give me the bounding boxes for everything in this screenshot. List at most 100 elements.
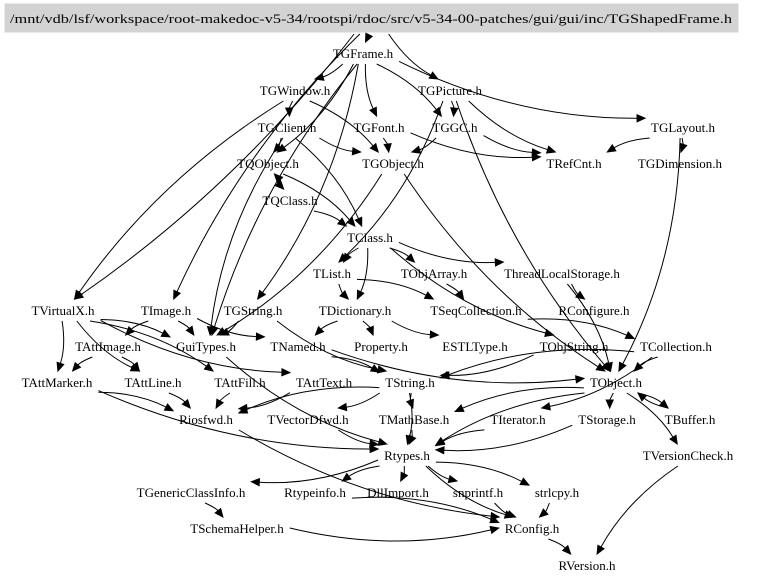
edge-timage-to-guitypes — [177, 320, 190, 329]
arrowhead-icon — [596, 544, 605, 556]
edge-tdictionary-to-property — [362, 320, 371, 328]
node-tattmarker[interactable]: TAttMarker.h — [22, 375, 93, 390]
node-label: TStorage.h — [578, 412, 636, 427]
arrowhead-icon — [124, 326, 135, 336]
arrowhead-icon — [506, 510, 517, 519]
node-tdictionary[interactable]: TDictionary.h — [319, 303, 392, 318]
node-rtypes[interactable]: Rtypes.h — [384, 448, 430, 463]
node-rversion[interactable]: RVersion.h — [558, 558, 616, 573]
node-tqclass[interactable]: TQClass.h — [262, 193, 318, 208]
node-tattfill[interactable]: TAttFill.h — [214, 375, 266, 390]
node-root[interactable]: /mnt/vdb/lsf/workspace/root-makedoc-v5-3… — [4, 3, 739, 33]
edge-tgclient-to-tgobject — [319, 137, 353, 152]
node-label: Riosfwd.h — [179, 412, 233, 427]
node-label: TSeqCollection.h — [430, 303, 522, 318]
node-tattline[interactable]: TAttLine.h — [124, 375, 182, 390]
node-tnamed[interactable]: TNamed.h — [270, 339, 326, 354]
arrowhead-icon — [346, 216, 356, 227]
node-tobjstring[interactable]: TObjString.h — [540, 339, 609, 354]
node-guitypes[interactable]: GuiTypes.h — [176, 339, 237, 354]
edge-tvirtualx-to-tatttext — [100, 319, 282, 373]
node-rconfigure[interactable]: RConfigure.h — [558, 303, 630, 318]
node-trefcnt[interactable]: TRefCnt.h — [546, 156, 602, 171]
arrowhead-icon — [606, 143, 617, 153]
arrowhead-icon — [400, 471, 409, 483]
node-tglayout[interactable]: TGLayout.h — [651, 120, 715, 135]
node-tseqcollection[interactable]: TSeqCollection.h — [430, 303, 522, 318]
node-label: TMathBase.h — [379, 412, 450, 427]
node-tgstring[interactable]: TGString.h — [224, 303, 283, 318]
node-tggc[interactable]: TGGC.h — [432, 120, 478, 135]
node-tobjarray[interactable]: TObjArray.h — [401, 266, 468, 281]
node-tschemahelper[interactable]: TSchemaHelper.h — [190, 521, 284, 536]
node-strlcpy[interactable]: strlcpy.h — [535, 485, 580, 500]
node-label: TBuffer.h — [665, 412, 716, 427]
node-tvirtualx[interactable]: TVirtualX.h — [31, 303, 95, 318]
node-tbuffer[interactable]: TBuffer.h — [665, 412, 716, 427]
node-tgfont[interactable]: TGFont.h — [354, 120, 405, 135]
node-tstorage[interactable]: TStorage.h — [578, 412, 636, 427]
node-estltype[interactable]: ESTLType.h — [442, 339, 508, 354]
arrowhead-icon — [256, 289, 267, 301]
edge-timage-to-tattimage — [130, 320, 149, 330]
node-tgobject[interactable]: TGObject.h — [362, 156, 424, 171]
node-tgframe[interactable]: TGFrame.h — [333, 46, 394, 61]
node-timage[interactable]: TImage.h — [141, 303, 192, 318]
arrowhead-icon — [369, 364, 381, 373]
node-tgwindow[interactable]: TGWindow.h — [260, 83, 331, 98]
node-label: TObjString.h — [540, 339, 609, 354]
edge-tggc-to-trefcnt — [483, 135, 533, 153]
node-tgpicture[interactable]: TGPicture.h — [418, 83, 482, 98]
node-tgclient[interactable]: TGClient.h — [258, 120, 317, 135]
arrowhead-icon — [369, 106, 378, 118]
edge-tvirtualx-to-tattline — [76, 320, 133, 369]
arrowhead-icon — [219, 327, 230, 336]
node-tstring[interactable]: TString.h — [385, 375, 435, 390]
edge-tgframe-to-guitypes — [213, 63, 358, 328]
node-dllimport[interactable]: DllImport.h — [367, 485, 429, 500]
edge-tgfont-to-tgobject — [382, 137, 389, 145]
edge-tattimage-to-tattmarker — [77, 356, 93, 366]
root-node-box — [4, 3, 739, 33]
arrowhead-icon — [494, 258, 505, 267]
node-titerator[interactable]: TIterator.h — [490, 412, 546, 427]
edge-tlist-to-tseqcollection — [356, 278, 427, 296]
node-label: TVectorDfwd.h — [267, 412, 349, 427]
node-tatttext[interactable]: TAttText.h — [296, 375, 353, 390]
node-tcollection[interactable]: TCollection.h — [640, 339, 712, 354]
node-tmathbase[interactable]: TMathBase.h — [379, 412, 450, 427]
node-riosfwd[interactable]: Riosfwd.h — [179, 412, 233, 427]
node-label: TGDimension.h — [638, 156, 723, 171]
node-snprintf[interactable]: snprintf.h — [453, 485, 504, 500]
arrowhead-icon — [250, 477, 261, 487]
node-tgdimension[interactable]: TGDimension.h — [638, 156, 723, 171]
node-rconfig[interactable]: RConfig.h — [505, 521, 560, 536]
nodes-layer: /mnt/vdb/lsf/workspace/root-makedoc-v5-3… — [4, 3, 739, 573]
node-tclass[interactable]: TClass.h — [347, 230, 393, 245]
node-tversioncheck[interactable]: TVersionCheck.h — [643, 448, 734, 463]
node-tgenericclassinfo[interactable]: TGenericClassInfo.h — [137, 485, 246, 500]
node-label: DllImport.h — [367, 485, 429, 500]
edge-tclass-to-tdictionary — [360, 247, 369, 293]
edge-tgframe-to-tqobject — [283, 63, 354, 148]
node-tlist[interactable]: TList.h — [313, 266, 351, 281]
node-label: TObject.h — [590, 375, 643, 390]
arrowhead-icon — [163, 403, 175, 412]
node-rtypeinfo[interactable]: Rtypeinfo.h — [284, 485, 346, 500]
edge-tglayout-to-tgdimension — [681, 137, 684, 145]
node-tobject[interactable]: TObject.h — [590, 375, 643, 390]
arrowhead-icon — [434, 446, 445, 455]
node-tvectordfwd[interactable]: TVectorDfwd.h — [267, 412, 349, 427]
arrowhead-icon — [337, 402, 348, 412]
node-property[interactable]: Property.h — [354, 339, 408, 354]
node-tqobject[interactable]: TQObject.h — [237, 156, 299, 171]
arrowhead-icon — [377, 437, 388, 446]
node-threadlocalstorage[interactable]: ThreadLocalStorage.h — [504, 266, 620, 281]
edge-tcollection-to-titerator — [549, 356, 653, 407]
node-label: Rtypes.h — [384, 448, 430, 463]
edge-tstring-to-riosfwd — [245, 386, 380, 411]
node-tattimage[interactable]: TAttImage.h — [75, 339, 141, 354]
node-label: TDictionary.h — [319, 303, 392, 318]
node-label: TRefCnt.h — [546, 156, 602, 171]
edge-tgenericclassinfo-to-tschemahelper — [204, 502, 219, 512]
